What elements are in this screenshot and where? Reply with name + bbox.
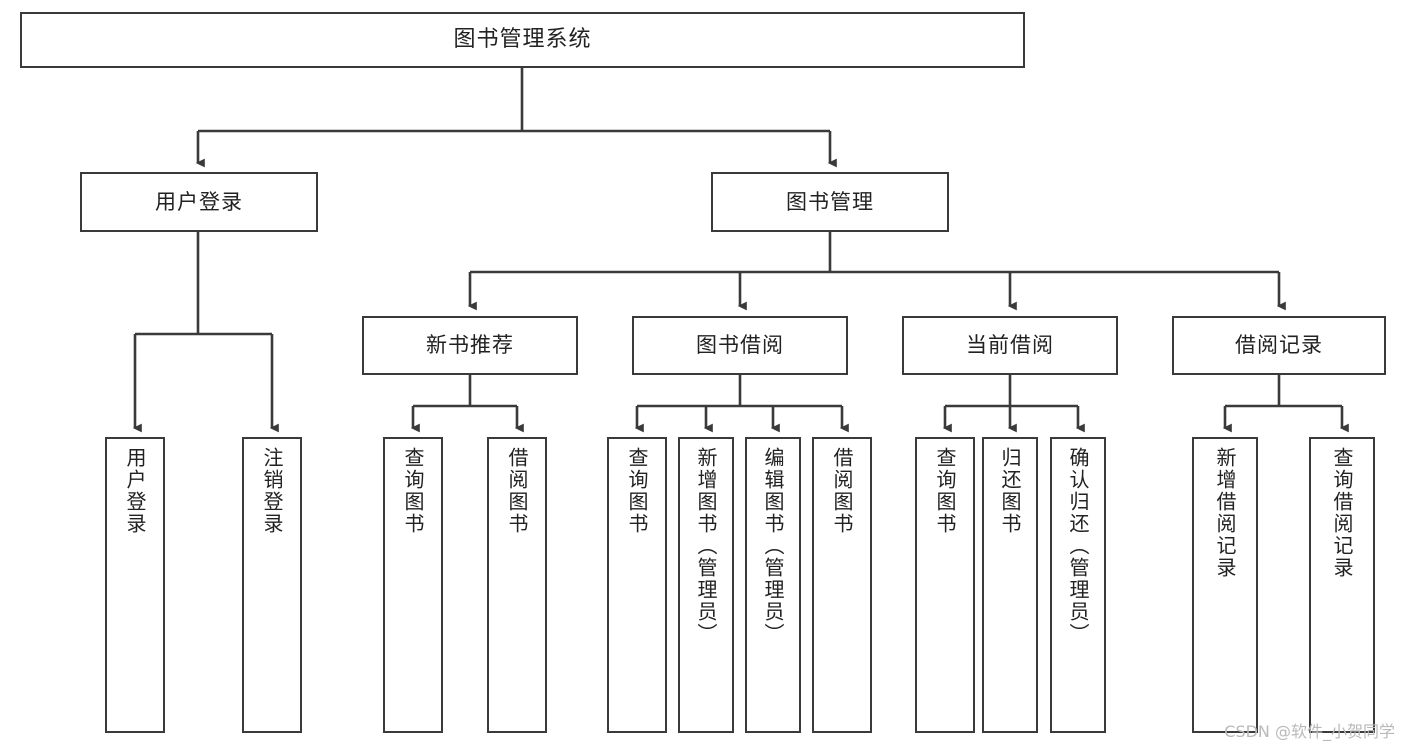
node-leaf-confirm-return-admin[interactable]: 确认归还（管理员）: [1050, 437, 1106, 733]
node-label: 编辑图书（管理员）: [761, 447, 785, 645]
node-label: 用户登录: [123, 447, 147, 535]
node-leaf-borrow-book-new[interactable]: 借阅图书: [487, 437, 547, 733]
node-leaf-add-borrow-record[interactable]: 新增借阅记录: [1192, 437, 1258, 733]
node-leaf-query-book-new[interactable]: 查询图书: [383, 437, 443, 733]
node-current-borrow[interactable]: 当前借阅: [902, 316, 1118, 375]
node-user-login[interactable]: 用户登录: [80, 172, 318, 232]
node-label: 用户登录: [155, 189, 243, 214]
node-label: 新增借阅记录: [1213, 447, 1237, 579]
node-label: 查询图书: [401, 447, 425, 535]
node-leaf-return-book[interactable]: 归还图书: [982, 437, 1038, 733]
node-leaf-edit-book-admin[interactable]: 编辑图书（管理员）: [745, 437, 801, 733]
node-label: 查询借阅记录: [1330, 447, 1354, 579]
node-leaf-query-book-current[interactable]: 查询图书: [915, 437, 975, 733]
node-leaf-query-book-borrow[interactable]: 查询图书: [607, 437, 667, 733]
node-label: 借阅图书: [505, 447, 529, 535]
node-book-borrow[interactable]: 图书借阅: [632, 316, 848, 375]
node-leaf-query-borrow-record[interactable]: 查询借阅记录: [1309, 437, 1375, 733]
node-label: 新书推荐: [426, 333, 514, 358]
node-label: 确认归还（管理员）: [1066, 447, 1090, 645]
node-label: 当前借阅: [966, 333, 1054, 358]
node-label: 新增图书（管理员）: [694, 447, 718, 645]
node-label: 查询图书: [625, 447, 649, 535]
node-label: 图书管理: [786, 189, 874, 214]
node-label: 注销登录: [260, 447, 284, 535]
node-book-management[interactable]: 图书管理: [711, 172, 949, 232]
node-borrow-record[interactable]: 借阅记录: [1172, 316, 1386, 375]
node-leaf-user-login[interactable]: 用户登录: [105, 437, 165, 733]
node-label: 借阅图书: [830, 447, 854, 535]
node-new-book-recommendation[interactable]: 新书推荐: [362, 316, 578, 375]
node-label: 图书管理系统: [453, 27, 592, 53]
node-label: 借阅记录: [1235, 333, 1323, 358]
node-label: 查询图书: [933, 447, 957, 535]
node-label: 图书借阅: [696, 333, 784, 358]
node-label: 归还图书: [998, 447, 1022, 535]
node-leaf-add-book-admin[interactable]: 新增图书（管理员）: [678, 437, 734, 733]
node-root-book-management-system[interactable]: 图书管理系统: [20, 12, 1025, 68]
node-leaf-logout-login[interactable]: 注销登录: [242, 437, 302, 733]
node-leaf-borrow-book-borrow[interactable]: 借阅图书: [812, 437, 872, 733]
